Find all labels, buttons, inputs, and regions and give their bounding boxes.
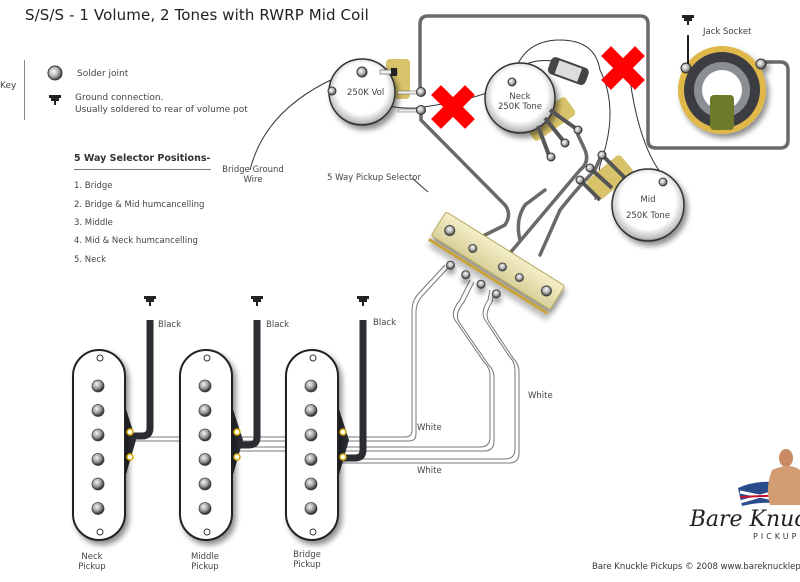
pole-piece (198, 502, 212, 515)
selector-position-item: 3. Middle (74, 218, 113, 228)
bridge-black-lead (343, 320, 367, 462)
neck-tone-line1: Neck (509, 92, 531, 102)
selector-positions-rule (74, 169, 211, 170)
pole-piece (304, 379, 318, 393)
neck-tone-line2: 250K Tone (497, 102, 543, 112)
middle-pickup-label: Middle Pickup (183, 552, 227, 572)
bridge-pickup-line2: Pickup (293, 560, 321, 570)
middle-black-lead-label: Black (266, 320, 289, 330)
eyelet (126, 428, 134, 436)
pole-piece (91, 379, 105, 393)
selector-label: 5 Way Pickup Selector (327, 173, 421, 183)
screw-hole (203, 528, 211, 536)
neck-tone-label: Neck 250K Tone (490, 92, 550, 112)
pole-piece (304, 404, 318, 417)
bridge-ground-line1: Bridge Ground (222, 165, 284, 175)
pole-piece (198, 453, 212, 466)
key-ground-text: Ground connection. Usually soldered to r… (75, 92, 248, 116)
neck-ground-icon (144, 296, 156, 299)
middle-pickup-line2: Pickup (191, 562, 219, 572)
pole-piece (91, 453, 105, 466)
mid-tone-pot (575, 150, 685, 242)
pole-piece (91, 502, 105, 515)
bridge-pickup-label: Bridge Pickup (285, 550, 329, 570)
mid-tone-line2: 250K Tone (625, 211, 671, 221)
pole-piece (198, 428, 212, 442)
screw-hole (96, 354, 104, 362)
neck-pickup-line1: Neck (81, 552, 103, 562)
neck-tone-pot (484, 62, 583, 162)
selector-position-item: 4. Mid & Neck humcancelling (74, 236, 198, 246)
eyelet (233, 453, 241, 461)
footer-copyright: Bare Knuckle Pickups © 2008 www.bareknuc… (592, 562, 800, 572)
neck-pickup-line2: Pickup (78, 562, 106, 572)
key-ground-line2: Usually soldered to rear of volume pot (75, 105, 248, 115)
middle-black-lead (237, 320, 261, 449)
selector-positions-heading: 5 Way Selector Positions- (74, 153, 211, 164)
bridge-pickup-cover (285, 349, 339, 541)
eyelet (233, 428, 241, 436)
key-label: Key (0, 81, 17, 91)
mid-tone-line1: Mid (640, 195, 656, 205)
eyelet (339, 428, 347, 436)
neck-pickup-cover (72, 349, 126, 541)
remove-mark-vol (431, 85, 475, 129)
screw-hole (203, 354, 211, 362)
capacitor (547, 57, 589, 85)
pole-piece (198, 404, 212, 417)
selector-position-item: 1. Bridge (74, 181, 113, 191)
volume-pot-label: 250K Vol (347, 88, 385, 98)
pole-piece (91, 477, 105, 491)
selector-position-item: 2. Bridge & Mid humcancelling (74, 200, 205, 210)
bridge-ground-icon (357, 296, 369, 299)
eyelet (339, 453, 347, 461)
ground-icon (49, 95, 61, 105)
screw-hole (96, 528, 104, 536)
pole-piece (304, 502, 318, 515)
pole-piece (304, 453, 318, 466)
middle-pickup-cover (179, 349, 233, 541)
jack-socket (678, 46, 767, 134)
eyelet (126, 453, 134, 461)
pole-piece (198, 379, 212, 393)
jack-socket-label: Jack Socket (703, 27, 752, 37)
selector-pointer-line (411, 177, 429, 193)
bridge-pickup-line1: Bridge (293, 550, 321, 560)
key-solder-joint-text: Solder joint (77, 69, 129, 79)
white-wires (130, 264, 520, 464)
key-ground-line1: Ground connection. (75, 93, 164, 103)
page-title: S/S/S - 1 Volume, 2 Tones with RWRP Mid … (25, 6, 369, 24)
pole-piece (198, 477, 212, 491)
jack-ground-icon (682, 15, 694, 64)
neck-pickup (72, 296, 156, 541)
bridge-pickup (285, 296, 369, 541)
key-divider (24, 60, 25, 120)
pole-piece (304, 477, 318, 491)
neck-pickup-label: Neck Pickup (70, 552, 114, 572)
neck-black-lead (130, 320, 154, 440)
volume-pot (327, 58, 426, 126)
bridge-ground-line2: Wire (243, 175, 263, 185)
mid-tone-label: Mid 250K Tone (618, 192, 678, 224)
solder-joint-icon (47, 65, 63, 81)
neck-black-lead-label: Black (158, 320, 181, 330)
remove-mark-tone (601, 46, 645, 90)
screw-hole (309, 354, 317, 362)
white-wire-label-lower: White (417, 466, 442, 476)
middle-ground-icon (251, 296, 263, 299)
bridge-black-lead-label: Black (373, 318, 396, 328)
middle-pickup (179, 296, 263, 541)
brand-logo: Bare Knuckle (689, 507, 800, 532)
pole-piece (304, 428, 318, 442)
middle-pickup-line1: Middle (190, 552, 220, 562)
brand-subtitle: PICKUPS (753, 532, 800, 541)
selector-position-item: 5. Neck (74, 255, 106, 265)
pole-piece (91, 404, 105, 417)
bridge-ground-wire-label: Bridge Ground Wire (218, 165, 288, 185)
white-wire-label-right: White (528, 391, 553, 401)
white-wire-label-upper: White (417, 423, 442, 433)
pickup-selector-switch (428, 212, 565, 315)
screw-hole (309, 528, 317, 536)
pole-piece (91, 428, 105, 442)
